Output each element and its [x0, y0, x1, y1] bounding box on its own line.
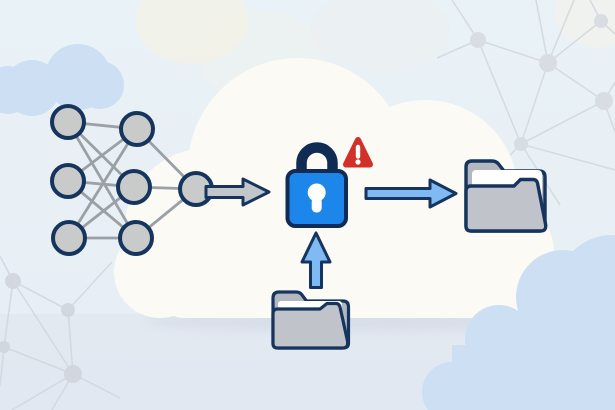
polygon-network-top-right	[436, 0, 615, 206]
gray-arrow-right-icon	[204, 177, 271, 207]
polygon-network-bottom-left	[0, 255, 121, 410]
warning-triangle-icon	[343, 137, 373, 168]
blue-cloud-top-left	[0, 44, 124, 116]
input-folder-icon	[271, 290, 351, 350]
output-folder-icon	[464, 159, 548, 233]
keyhole-stem	[311, 197, 322, 213]
lock-icon	[285, 142, 348, 228]
neural-network-icon	[50, 104, 214, 256]
blue-arrow-up-icon	[300, 231, 332, 289]
blue-arrow-right-icon	[364, 178, 458, 209]
keyhole-icon	[307, 183, 326, 202]
lock-shackle	[296, 142, 338, 176]
blue-cloud-bottom-right	[422, 235, 615, 410]
